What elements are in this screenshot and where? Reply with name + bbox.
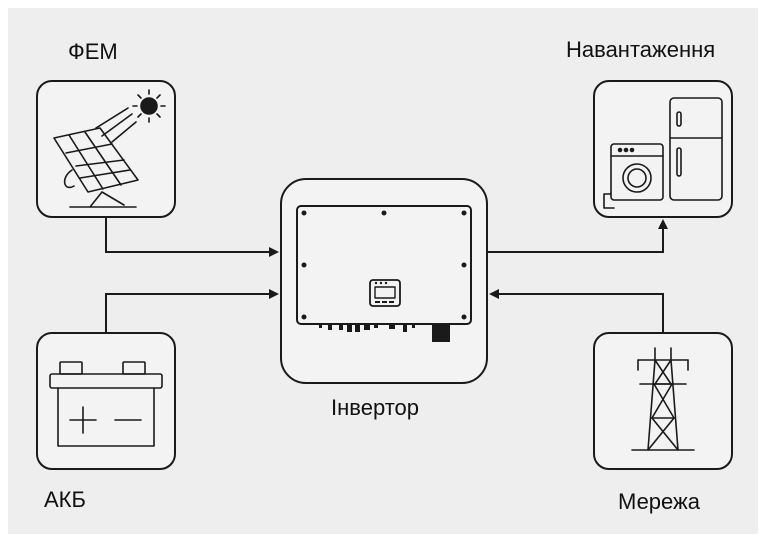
- inverter-connectors: [319, 324, 450, 342]
- refrigerator-icon: [669, 97, 723, 201]
- panel-cable: [63, 169, 75, 189]
- inverter-label: Інвертор: [331, 395, 419, 420]
- load-label: Навантаження: [566, 37, 716, 62]
- battery-icon: [49, 361, 163, 447]
- inverter-unit-icon: [296, 205, 472, 342]
- pv-to-inverter-arrow: [105, 218, 279, 257]
- diagram-canvas: ФЕМ Навантаження АКБ Мережа Інвертор: [8, 8, 758, 534]
- connection-lines: [105, 218, 668, 332]
- solar-panel-icon: [53, 89, 166, 208]
- power-cord: [603, 193, 615, 209]
- battery-to-inverter-arrow: [105, 289, 279, 332]
- inverter-display: [369, 279, 401, 307]
- inverter-to-load-arrow: [488, 219, 668, 253]
- appliances-icon: [603, 97, 723, 209]
- pv-label: ФЕМ: [68, 39, 118, 64]
- sun-icon: [140, 97, 158, 115]
- sun-rays: [132, 89, 166, 123]
- grid-label: Мережа: [618, 489, 700, 514]
- battery-label: АКБ: [44, 487, 86, 512]
- panel-surface: [53, 127, 139, 193]
- washing-machine-icon: [610, 143, 664, 201]
- battery-box: [36, 332, 176, 470]
- panel-stand: [69, 191, 137, 208]
- grid-box: [593, 332, 733, 470]
- grid-to-inverter-arrow: [489, 289, 664, 332]
- diagram-drawing: [49, 89, 723, 451]
- transmission-tower-icon: [631, 347, 695, 451]
- light-beams: [95, 107, 137, 143]
